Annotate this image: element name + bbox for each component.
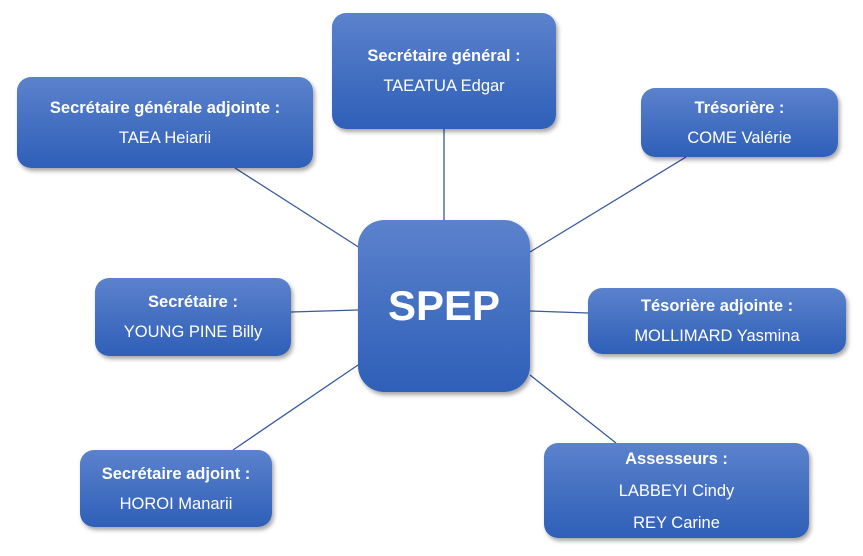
connector-seca bbox=[232, 364, 359, 451]
node-tresoriere: Trésorière : COME Valérie bbox=[641, 88, 838, 157]
connector-sec bbox=[290, 309, 359, 313]
center-node: SPEP bbox=[358, 220, 530, 392]
node-title: Trésorière : bbox=[694, 98, 785, 117]
node-title: Secrétaire adjoint : bbox=[101, 464, 251, 483]
node-secretaire: Secrétaire : YOUNG PINE Billy bbox=[95, 278, 291, 356]
connector-tres bbox=[529, 156, 687, 253]
node-name: REY Carine bbox=[633, 514, 720, 532]
node-title: Assesseurs : bbox=[625, 450, 728, 468]
node-title: Tésorière adjointe : bbox=[640, 297, 794, 315]
node-title: Secrétaire général : bbox=[367, 47, 521, 65]
node-assesseurs: Assesseurs : LABBEYI Cindy REY Carine bbox=[544, 443, 809, 538]
connector-ass bbox=[529, 374, 617, 444]
connector-sga bbox=[234, 167, 361, 249]
node-name: MOLLIMARD Yasmina bbox=[634, 327, 800, 345]
node-secretaire-general: Secrétaire général : TAEATUA Edgar bbox=[332, 13, 556, 129]
node-secretaire-adjoint: Secrétaire adjoint : HOROI Manarii bbox=[80, 450, 272, 527]
node-name: HOROI Manarii bbox=[119, 494, 233, 513]
node-title: Secrétaire générale adjointe : bbox=[49, 98, 281, 117]
node-tresoriere-adjointe: Tésorière adjointe : MOLLIMARD Yasmina bbox=[588, 288, 846, 354]
node-name: YOUNG PINE Billy bbox=[123, 323, 263, 341]
node-title: Secrétaire : bbox=[148, 293, 238, 311]
connector-tresa bbox=[529, 310, 589, 314]
node-name: TAEA Heiarii bbox=[118, 128, 212, 147]
node-name: LABBEYI Cindy bbox=[618, 482, 735, 500]
node-secretaire-generale-adjointe: Secrétaire générale adjointe : TAEA Heia… bbox=[17, 77, 313, 168]
node-name: TAEATUA Edgar bbox=[383, 77, 505, 95]
node-name: COME Valérie bbox=[687, 128, 792, 147]
center-label: SPEP bbox=[387, 282, 501, 329]
